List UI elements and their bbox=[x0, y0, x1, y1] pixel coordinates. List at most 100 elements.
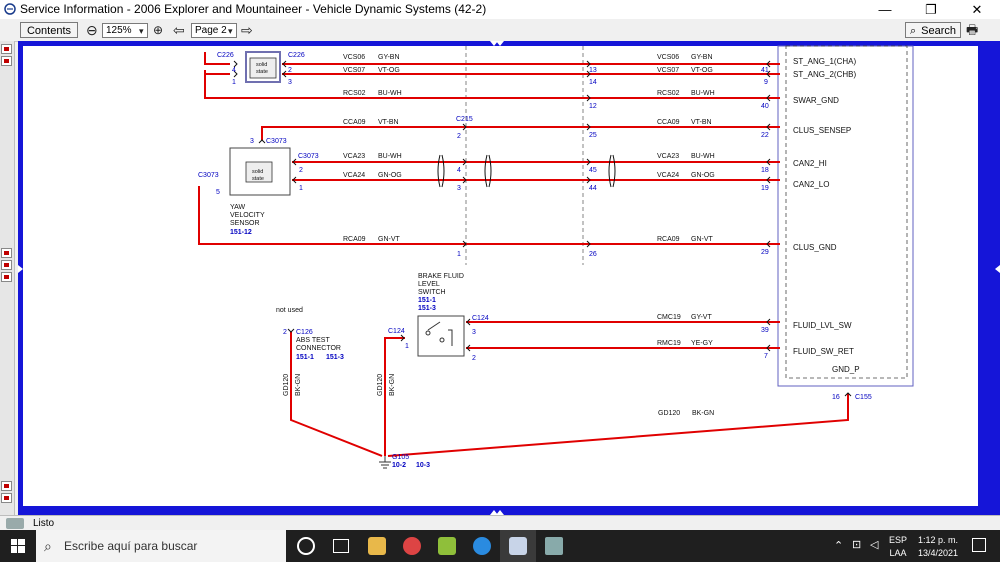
pin-number: 3 bbox=[457, 185, 461, 192]
circuit-label: GD120 bbox=[377, 374, 384, 396]
brake-fluid-label: BRAKE FLUID bbox=[418, 273, 464, 280]
solid-state-label: solid bbox=[256, 62, 267, 68]
scroll-right-marker bbox=[995, 265, 1000, 273]
notification-icon[interactable] bbox=[972, 538, 986, 552]
edge-icon[interactable] bbox=[473, 537, 491, 555]
circuit-label: RCS02 bbox=[343, 90, 366, 97]
pin-number: 1 bbox=[405, 343, 409, 350]
connector-label: C3073 bbox=[198, 172, 219, 179]
close-button[interactable]: ✕ bbox=[971, 2, 983, 17]
connector-label: C126 bbox=[296, 329, 313, 336]
nav-down-icon[interactable] bbox=[1, 56, 12, 66]
page-dropdown-chevron-icon[interactable]: ▾ bbox=[228, 26, 233, 36]
solid-state-label: state bbox=[256, 69, 268, 75]
module-pin-name: ST_ANG_2(CHB) bbox=[793, 70, 856, 79]
circuit-label: VCA23 bbox=[343, 153, 365, 160]
circuit-label: VCS07 bbox=[657, 67, 679, 74]
contents-button[interactable]: Contents bbox=[20, 22, 78, 38]
chevron-up-icon[interactable]: ⌃ bbox=[834, 540, 844, 552]
zoom-in-icon[interactable]: ⊕ bbox=[153, 23, 164, 37]
pin-number: 9 bbox=[764, 79, 768, 86]
pin-number: 5 bbox=[216, 189, 220, 196]
search-label: Search bbox=[921, 25, 956, 37]
circuit-label: VCS06 bbox=[657, 54, 679, 61]
wire-color-label: GN-VT bbox=[691, 236, 714, 243]
module-pin-name: CLUS_SENSEP bbox=[793, 126, 851, 135]
solid-state-label: state bbox=[252, 176, 264, 182]
clock-date[interactable]: 13/4/2021 bbox=[917, 548, 959, 558]
wire-color-label: VT-BN bbox=[378, 119, 399, 126]
taskbar-search-input[interactable]: ⌕ Escribe aquí para buscar bbox=[36, 530, 286, 562]
connector-label: C3073 bbox=[266, 138, 287, 145]
pin-number: 25 bbox=[589, 132, 597, 139]
pin-number: 16 bbox=[832, 394, 840, 401]
zoom-out-icon[interactable]: ⊖ bbox=[86, 22, 98, 38]
circuit-label: VCA23 bbox=[657, 153, 679, 160]
abs-ref-link: 151-1 bbox=[296, 354, 314, 361]
pin-number: 4 bbox=[457, 167, 461, 174]
nav-up-icon[interactable] bbox=[1, 44, 12, 54]
module-pin-name: GND_P bbox=[832, 365, 860, 374]
network-icon[interactable]: ⊡ bbox=[852, 539, 862, 551]
circuit-label: VCS07 bbox=[343, 67, 365, 74]
language-bottom[interactable]: LAA bbox=[889, 548, 907, 558]
wire-color-label: GY-BN bbox=[378, 54, 400, 61]
nav-prev-icon[interactable] bbox=[1, 248, 12, 258]
not-used-label: not used bbox=[276, 307, 303, 314]
back-arrow-icon[interactable]: ⇦ bbox=[173, 22, 185, 38]
abs-connector-label: CONNECTOR bbox=[296, 345, 341, 352]
pin-number: 44 bbox=[589, 185, 597, 192]
scroll-up-marker bbox=[490, 41, 504, 46]
connector-label: C3073 bbox=[298, 153, 319, 160]
file-explorer-icon[interactable] bbox=[368, 537, 386, 555]
diagnostic-app-icon[interactable] bbox=[545, 537, 563, 555]
cortana-icon[interactable] bbox=[297, 537, 315, 555]
diagram-viewer[interactable]: C226 C226 C215 C3073 C3073 C3073 C126 C1… bbox=[18, 41, 1000, 515]
taskbar: ⌕ Escribe aquí para buscar ⌃ ⊡ ◁ ESP LAA… bbox=[0, 530, 1000, 562]
pin-number: 18 bbox=[761, 167, 769, 174]
ground-ref-link: 10-2 bbox=[392, 462, 406, 469]
minimize-button[interactable]: — bbox=[878, 2, 892, 17]
module-pin-name: CAN2_LO bbox=[793, 180, 829, 189]
forward-arrow-icon[interactable]: ⇨ bbox=[241, 22, 253, 38]
connector-label: C124 bbox=[472, 315, 489, 322]
module-pin-name: CLUS_GND bbox=[793, 243, 837, 252]
maximize-button[interactable]: ❐ bbox=[925, 2, 937, 17]
module-pin-name: ST_ANG_1(CHA) bbox=[793, 57, 856, 66]
nav-tools-icon[interactable] bbox=[1, 481, 12, 491]
language-top[interactable]: ESP bbox=[888, 535, 907, 545]
wire-color-label: BU-WH bbox=[378, 153, 402, 160]
chrome-icon[interactable] bbox=[403, 537, 421, 555]
connector-label: C226 bbox=[217, 52, 234, 59]
nav-print-icon[interactable] bbox=[1, 493, 12, 503]
nav-next-icon[interactable] bbox=[1, 260, 12, 270]
service-info-app-icon[interactable] bbox=[509, 537, 527, 555]
connector-label: C215 bbox=[456, 116, 473, 123]
volume-icon[interactable]: ◁ bbox=[870, 539, 879, 551]
zoom-dropdown-chevron-icon[interactable]: ▾ bbox=[139, 26, 144, 36]
zoom-select[interactable]: 125% bbox=[102, 23, 148, 38]
page-select[interactable]: Page 2 bbox=[191, 23, 237, 38]
task-view-icon[interactable] bbox=[333, 539, 349, 553]
wire-color-label: BK-GN bbox=[295, 374, 302, 396]
search-button[interactable]: ⌕ Search bbox=[905, 22, 961, 38]
print-icon[interactable]: 🖶 bbox=[966, 22, 979, 37]
notes-icon[interactable] bbox=[438, 537, 456, 555]
search-icon: ⌕ bbox=[910, 25, 917, 37]
pin-number: 3 bbox=[288, 79, 292, 86]
windows-start-icon[interactable] bbox=[11, 539, 25, 553]
wire-color-label: VT-OG bbox=[378, 67, 400, 74]
wire-color-label: GN-OG bbox=[378, 172, 402, 179]
module-pin-name: SWAR_GND bbox=[793, 96, 839, 105]
pin-number: 29 bbox=[761, 249, 769, 256]
pin-number: 14 bbox=[589, 79, 597, 86]
brake-fluid-label: LEVEL bbox=[418, 281, 440, 288]
circuit-label: RCA09 bbox=[343, 236, 366, 243]
wire-color-label: YE-GY bbox=[691, 340, 713, 347]
connector-label: C226 bbox=[288, 52, 305, 59]
zoom-value: 125% bbox=[106, 25, 132, 36]
connector-label: C155 bbox=[855, 394, 872, 401]
nav-last-icon[interactable] bbox=[1, 272, 12, 282]
clock-time[interactable]: 1:12 p. m. bbox=[917, 535, 959, 545]
search-icon: ⌕ bbox=[44, 538, 52, 554]
